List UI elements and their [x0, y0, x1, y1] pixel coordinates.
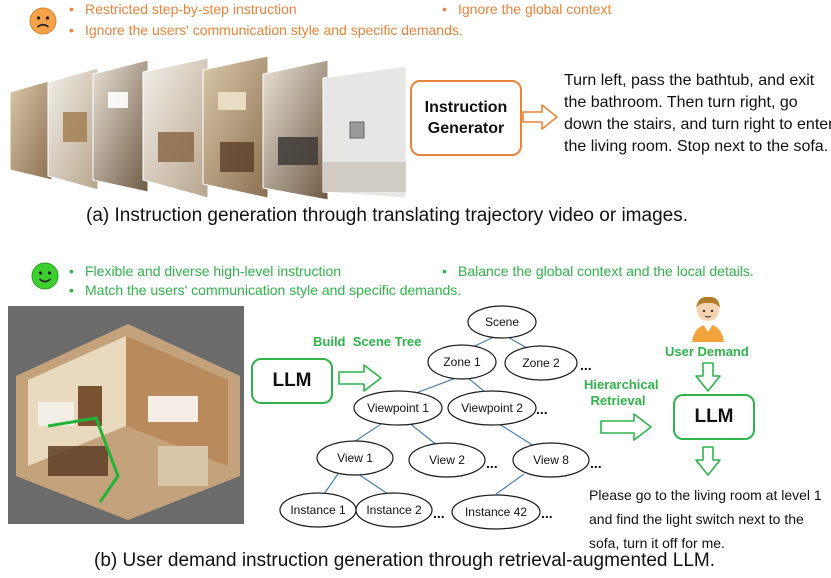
ellipsis-view-b: ...	[590, 455, 602, 471]
bottom-bullet-2: •Balance the global context and the loca…	[442, 263, 754, 279]
top-bullet-3: •Ignore the users' communication style a…	[69, 22, 463, 38]
node-view-8	[512, 442, 590, 478]
node-instance-42	[451, 494, 541, 530]
frame-1	[9, 79, 53, 181]
llm-right-label: LLM	[694, 406, 734, 427]
node-viewpoint-2-label: Viewpoint 2	[461, 401, 523, 415]
node-instance-42-label: Instance 42	[465, 505, 527, 519]
build-scene-tree-label: Build Scene Tree	[313, 334, 422, 349]
sad-face-icon	[29, 7, 57, 35]
node-instance-2-label: Instance 2	[366, 503, 422, 517]
bottom-bullet-1: •Flexible and diverse high-level instruc…	[69, 263, 342, 279]
node-instance-1-label: Instance 1	[290, 503, 346, 517]
llm-right-box: LLM	[673, 394, 755, 440]
house-3d-image	[8, 306, 244, 524]
node-viewpoint-1	[353, 390, 443, 426]
instruction-generator-box: Instruction Generator	[410, 80, 522, 156]
down-arrow-icon-1	[695, 362, 721, 392]
build-arrow-icon	[338, 364, 382, 392]
llm-left-label: LLM	[272, 370, 312, 391]
node-scene-label: Scene	[485, 315, 519, 329]
down-arrow-icon-2	[695, 446, 721, 476]
node-viewpoint-1-label: Viewpoint 1	[367, 401, 429, 415]
bottom-bullet-3: •Match the users' communication style an…	[69, 282, 462, 298]
frame-6	[262, 59, 329, 201]
frame-5	[202, 55, 269, 199]
frame-2	[47, 67, 99, 191]
node-zone-1	[427, 344, 497, 380]
top-bullet-1: •Restricted step-by-step instruction	[69, 1, 297, 17]
retrieval-arrow-icon	[600, 413, 652, 441]
user-demand-output-text: Please go to the living room at level 1 …	[589, 487, 822, 551]
node-instance-2	[355, 492, 433, 528]
node-view-1-label: View 1	[337, 451, 373, 465]
node-zone-2-label: Zone 2	[522, 356, 560, 370]
ellipsis-instance-a: ...	[433, 505, 445, 521]
node-scene	[467, 305, 537, 339]
instruction-generator-label: Instruction Generator	[424, 99, 508, 137]
node-zone-2	[504, 345, 578, 381]
node-viewpoint-2	[447, 390, 537, 426]
user-avatar-icon	[688, 292, 728, 342]
happy-face-icon	[31, 262, 59, 290]
scene-tree: Scene Zone 1 Zone 2 Viewpoint 1 Viewpoin…	[278, 300, 618, 536]
ellipsis-instance-b: ...	[541, 505, 553, 521]
llm-left-box: LLM	[251, 358, 333, 404]
caption-b: (b) User demand instruction generation t…	[94, 550, 715, 571]
node-view-2	[408, 442, 486, 478]
frame-7	[322, 65, 407, 199]
node-view-8-label: View 8	[533, 453, 569, 467]
hierarchical-retrieval-label: Hierarchical Retrieval	[584, 377, 659, 408]
frame-4	[142, 57, 209, 199]
generated-instruction-text: Turn left, pass the bathtub, and exit th…	[564, 72, 831, 155]
ellipsis-viewpoint: ...	[536, 401, 548, 417]
caption-a: (a) Instruction generation through trans…	[86, 205, 688, 226]
ellipsis-zone: ...	[580, 357, 592, 373]
node-view-1	[316, 440, 394, 476]
node-zone-1-label: Zone 1	[443, 355, 481, 369]
node-view-2-label: View 2	[429, 453, 465, 467]
top-bullet-2: •Ignore the global context	[442, 1, 612, 17]
user-demand-label: User Demand	[665, 344, 749, 359]
frame-3	[92, 59, 149, 193]
ellipsis-view-a: ...	[486, 455, 498, 471]
right-arrow-icon	[522, 104, 558, 130]
trajectory-image-stack	[8, 52, 408, 202]
